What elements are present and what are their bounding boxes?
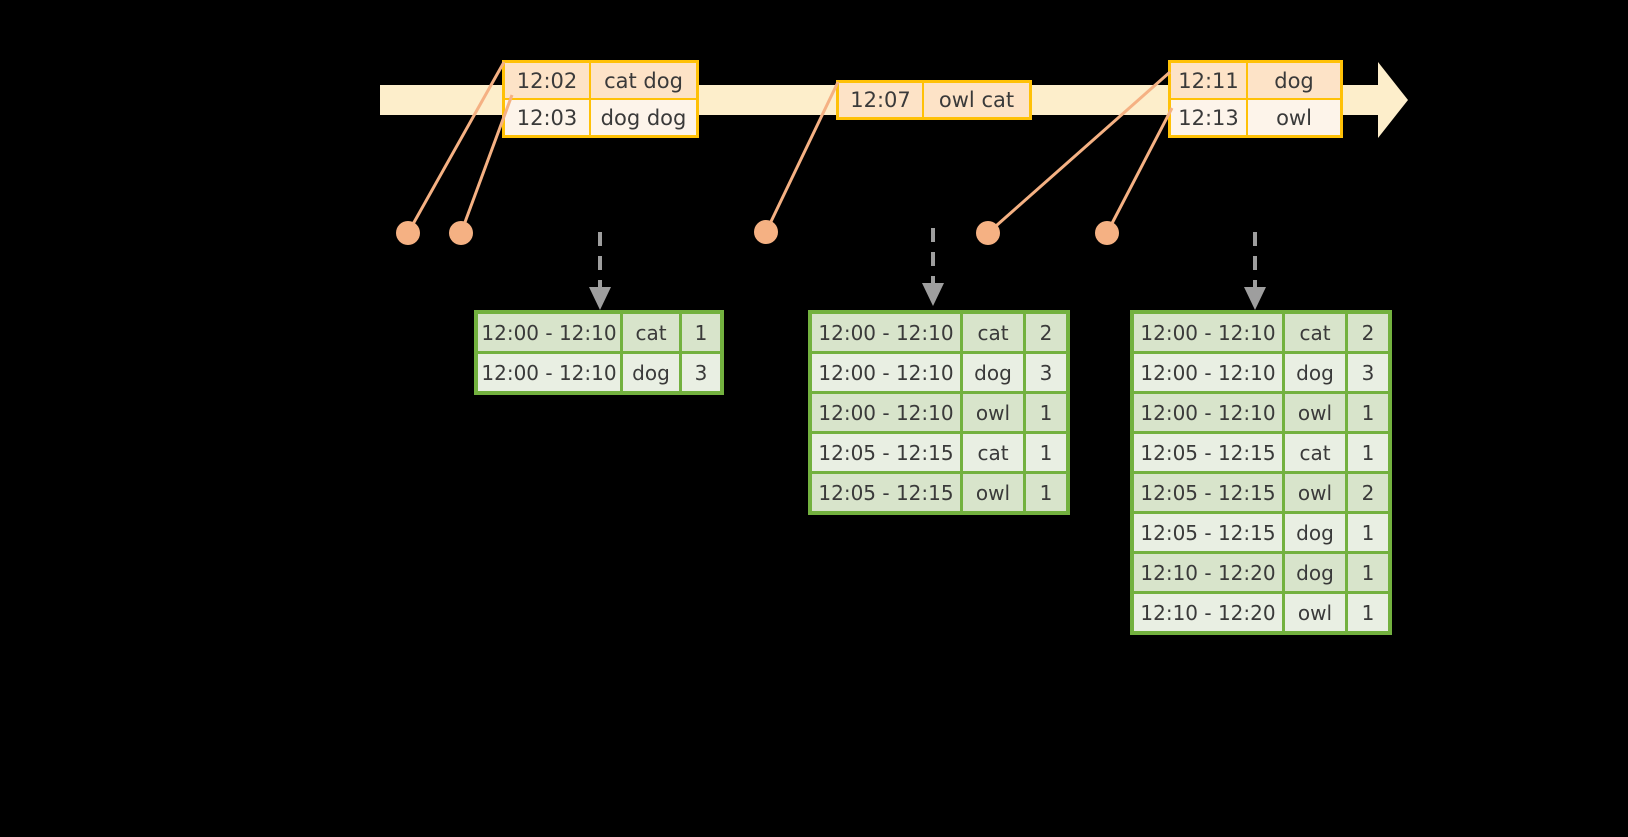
event-group-3: 12:11 dog 12:13 owl [1168, 60, 1343, 138]
cell-window: 12:05 - 12:15 [1134, 474, 1282, 511]
event-row: 12:07 owl cat [839, 83, 1029, 117]
cell-count: 3 [1348, 354, 1388, 391]
dashed-arrow-3-icon [1244, 232, 1266, 310]
cell-count: 1 [1026, 394, 1066, 431]
cell-count: 1 [1348, 594, 1388, 631]
event-words: owl [1248, 100, 1340, 135]
cell-key: dog [1285, 514, 1345, 551]
marker-dot [976, 221, 1000, 245]
event-words: cat dog [591, 63, 696, 98]
cell-count: 1 [1348, 554, 1388, 591]
cell-count: 1 [1026, 434, 1066, 471]
cell-key: owl [963, 474, 1023, 511]
event-row: 12:03 dog dog [505, 98, 696, 135]
marker-dot [754, 220, 778, 244]
cell-key: cat [1285, 434, 1345, 471]
event-words: owl cat [924, 83, 1029, 117]
dashed-arrow-1-icon [589, 232, 611, 310]
cell-window: 12:00 - 12:10 [478, 354, 620, 391]
event-group-1: 12:02 cat dog 12:03 dog dog [502, 60, 699, 138]
cell-window: 12:00 - 12:10 [478, 314, 620, 351]
cell-key: dog [1285, 354, 1345, 391]
cell-key: dog [1285, 554, 1345, 591]
cell-window: 12:00 - 12:10 [1134, 314, 1282, 351]
marker-dot [1095, 221, 1119, 245]
cell-count: 2 [1348, 474, 1388, 511]
cell-count: 1 [1348, 434, 1388, 471]
cell-key: dog [623, 354, 679, 391]
cell-key: owl [1285, 394, 1345, 431]
marker-dot [396, 221, 420, 245]
dashed-arrow-2-icon [922, 228, 944, 306]
cell-window: 12:05 - 12:15 [812, 434, 960, 471]
cell-count: 3 [1026, 354, 1066, 391]
cell-count: 1 [1026, 474, 1066, 511]
event-time: 12:13 [1171, 100, 1248, 135]
event-group-2: 12:07 owl cat [836, 80, 1032, 120]
event-time: 12:02 [505, 63, 591, 98]
cell-key: owl [963, 394, 1023, 431]
cell-window: 12:00 - 12:10 [812, 314, 960, 351]
event-row: 12:13 owl [1171, 98, 1340, 135]
event-time: 12:07 [839, 83, 924, 117]
cell-count: 1 [1348, 514, 1388, 551]
cell-count: 1 [682, 314, 720, 351]
cell-key: cat [623, 314, 679, 351]
cell-key: cat [963, 434, 1023, 471]
cell-window: 12:05 - 12:15 [812, 474, 960, 511]
event-words: dog [1248, 63, 1340, 98]
cell-count: 2 [1348, 314, 1388, 351]
marker-dot [449, 221, 473, 245]
cell-window: 12:00 - 12:10 [812, 354, 960, 391]
event-row: 12:11 dog [1171, 63, 1340, 98]
cell-window: 12:05 - 12:15 [1134, 514, 1282, 551]
cell-count: 3 [682, 354, 720, 391]
cell-key: owl [1285, 474, 1345, 511]
cell-key: dog [963, 354, 1023, 391]
cell-key: owl [1285, 594, 1345, 631]
cell-key: cat [963, 314, 1023, 351]
cell-count: 1 [1348, 394, 1388, 431]
cell-count: 2 [1026, 314, 1066, 351]
cell-window: 12:05 - 12:15 [1134, 434, 1282, 471]
event-time: 12:03 [505, 100, 591, 135]
cell-window: 12:10 - 12:20 [1134, 554, 1282, 591]
timeline-arrow-icon [1378, 62, 1408, 138]
cell-window: 12:10 - 12:20 [1134, 594, 1282, 631]
cell-window: 12:00 - 12:10 [1134, 394, 1282, 431]
event-row: 12:02 cat dog [505, 63, 696, 98]
event-time: 12:11 [1171, 63, 1248, 98]
event-words: dog dog [591, 100, 696, 135]
cell-window: 12:00 - 12:10 [812, 394, 960, 431]
cell-key: cat [1285, 314, 1345, 351]
cell-window: 12:00 - 12:10 [1134, 354, 1282, 391]
